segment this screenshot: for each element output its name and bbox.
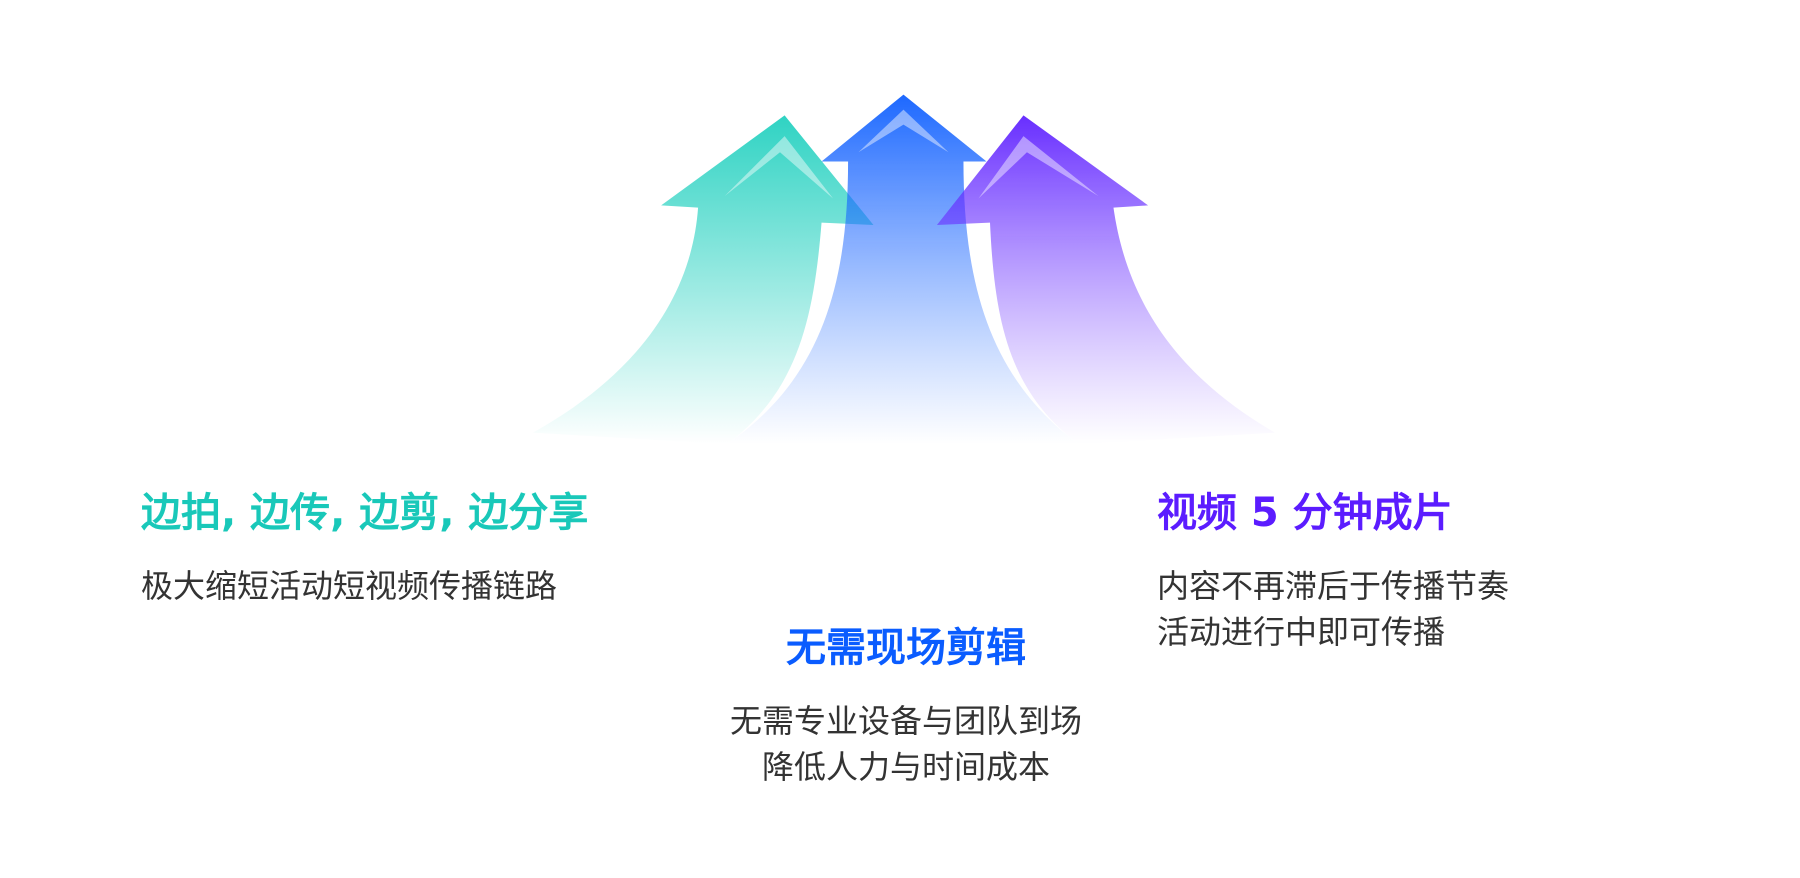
teal-arrow-icon [533, 115, 874, 445]
blue-arrow-icon [726, 94, 1079, 445]
feature-title-no-editing: 无需现场剪辑 [786, 625, 1026, 671]
feature-title-shoot-share: 边拍, 边传, 边剪, 边分享 [141, 490, 589, 536]
feature-desc-shoot-share: 极大缩短活动短视频传播链路 [141, 567, 558, 605]
purple-arrow-icon [936, 115, 1275, 445]
feature-desc-no-editing-1: 无需专业设备与团队到场 [729, 702, 1082, 740]
feature-desc-five-minutes-1: 内容不再滞后于传播节奏 [1157, 567, 1510, 605]
feature-desc-five-minutes-2: 活动进行中即可传播 [1157, 613, 1446, 651]
feature-desc-no-editing-2: 降低人力与时间成本 [761, 748, 1050, 786]
feature-title-five-minutes: 视频 5 分钟成片 [1157, 490, 1453, 536]
